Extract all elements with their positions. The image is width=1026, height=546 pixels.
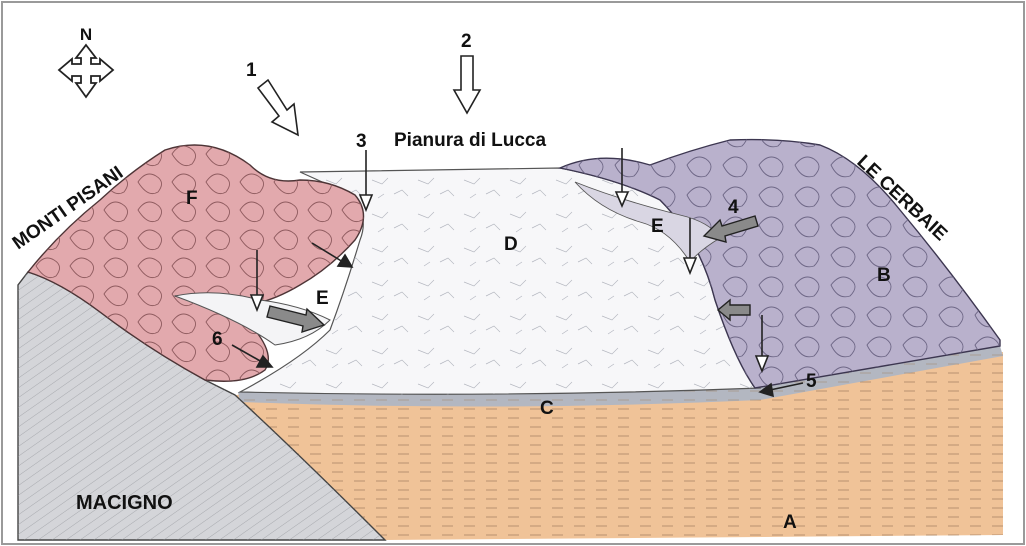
callout-2-label: 2 [461,31,472,52]
callout-4-label: 4 [728,197,739,218]
unit-e-left-label: E [316,288,329,309]
unit-e-right-label: E [651,216,664,237]
unit-d-label: D [504,234,518,255]
callout-1-label: 1 [246,60,257,81]
arrow-1-icon [258,80,298,135]
unit-f-label: F [186,188,198,209]
unit-b-label: B [877,265,891,286]
compass-north-label: N [80,25,92,44]
pianura-di-lucca-label: Pianura di Lucca [394,130,546,151]
callout-5-label: 5 [806,371,817,392]
north-compass-icon [59,45,113,97]
unit-c-label: C [540,398,554,419]
unit-a-label: A [783,512,797,533]
arrow-2-icon [454,56,480,113]
callout-3-label: 3 [356,131,367,152]
callout-6-label: 6 [212,329,223,350]
macigno-label: MACIGNO [76,492,173,514]
